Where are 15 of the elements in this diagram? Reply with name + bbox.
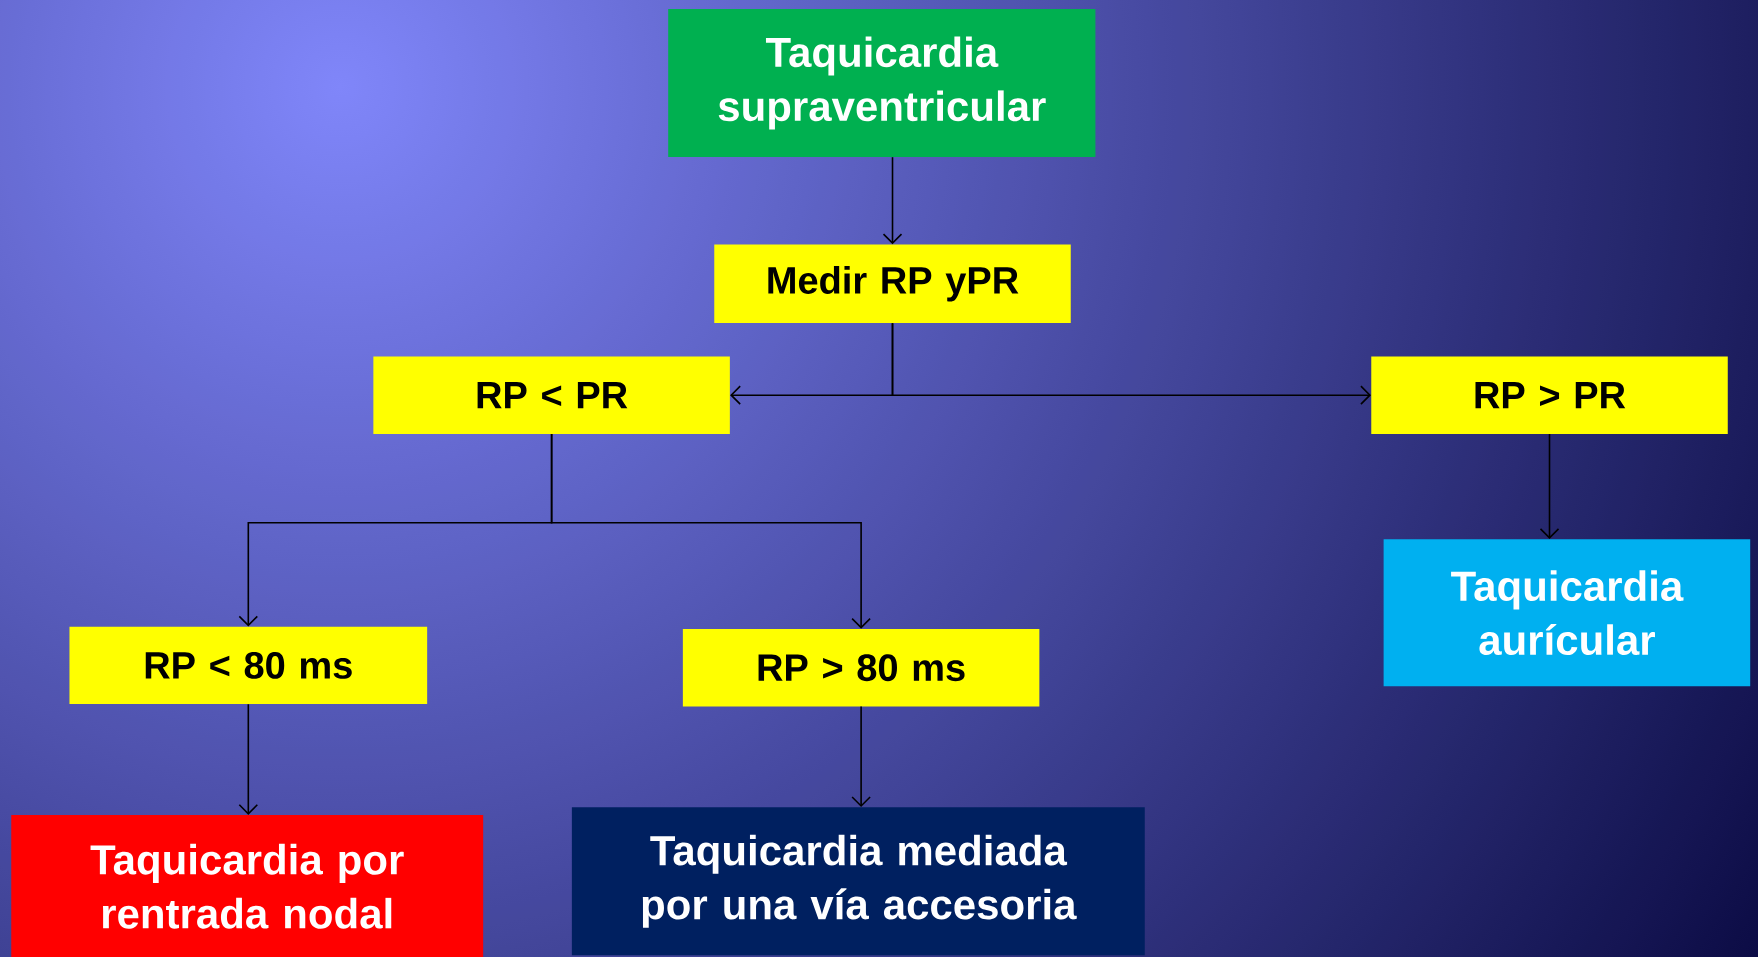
process-box: RP > 80 ms — [682, 629, 1040, 707]
arrow — [882, 156, 903, 245]
result-box: Taquicardia mediada por una vía accesoria — [571, 807, 1145, 956]
result-box: Taquicardia aurícular — [1383, 539, 1751, 687]
process-box: RP < 80 ms — [69, 626, 428, 705]
arrow — [851, 705, 871, 808]
arrow — [1539, 433, 1560, 540]
arrow — [891, 322, 1372, 405]
process-box: RP > PR — [1371, 356, 1728, 434]
result-box: Taquicardia supraventricular — [668, 9, 1096, 157]
result-box: Taquicardia por rentrada nodal — [11, 815, 484, 957]
arrow — [238, 703, 259, 815]
arrow — [550, 433, 871, 629]
process-box: RP < PR — [373, 356, 730, 434]
process-box: Medir RP yPR — [714, 244, 1071, 323]
